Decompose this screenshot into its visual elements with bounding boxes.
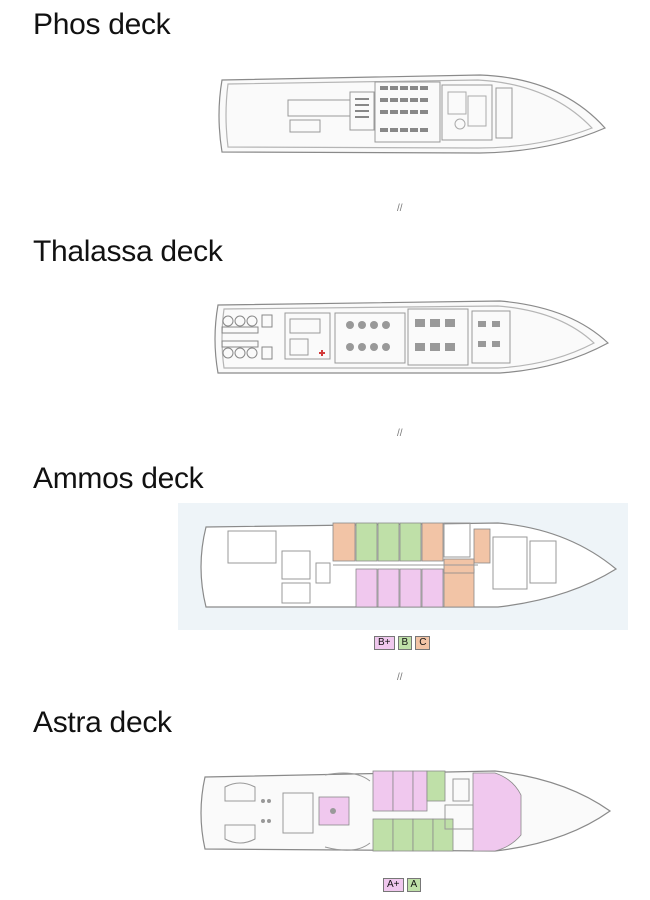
restaurant-tables — [346, 319, 500, 351]
suite-aplus — [392, 770, 414, 812]
deck-separator: // — [397, 428, 403, 439]
deck-separator: // — [397, 203, 403, 214]
cabin-bplus — [355, 568, 378, 608]
deck-furniture — [261, 799, 336, 823]
astra-deck-plan — [200, 770, 612, 852]
cabin-c — [332, 522, 356, 562]
ammos-deck-plan — [178, 503, 628, 630]
legend-item: B — [397, 636, 413, 650]
deck-separator: // — [397, 672, 403, 683]
deck-title-ammos: Ammos deck — [33, 462, 204, 495]
hull-outline — [214, 300, 610, 374]
legend-item: A+ — [383, 878, 404, 892]
cabin-bplus — [421, 568, 444, 608]
suite-aplus — [372, 770, 394, 812]
lounge-seating — [221, 314, 273, 360]
suite-aplus — [472, 772, 522, 852]
cabin-b — [399, 522, 422, 562]
cabin-a — [392, 818, 414, 852]
cabins-bottom-row — [355, 558, 475, 608]
cabin-bplus — [399, 568, 422, 608]
cabin-c — [421, 522, 444, 562]
legend-item: C — [415, 636, 431, 650]
cabins-top-row — [332, 522, 491, 564]
deck-title-astra: Astra deck — [33, 706, 172, 739]
cabin-b — [355, 522, 378, 562]
deck-structure — [284, 308, 511, 366]
cabin-c — [473, 528, 491, 564]
sun-loungers — [355, 86, 428, 132]
legend-astra: A+ A — [383, 878, 422, 892]
thalassa-deck-plan — [214, 300, 610, 374]
medical-cross-icon — [319, 350, 325, 356]
legend-item: A — [406, 878, 422, 892]
cabin-c — [443, 568, 475, 608]
cabin-bplus — [377, 568, 400, 608]
legend-ammos: B+ B C — [374, 636, 431, 650]
legend-item: B+ — [374, 636, 395, 650]
cabin-a — [426, 770, 446, 802]
suite-aplus — [412, 770, 428, 812]
deck-title-thalassa: Thalassa deck — [33, 235, 223, 268]
deck-structure — [227, 522, 557, 604]
cabin-a — [432, 818, 454, 852]
cabin-b — [377, 522, 400, 562]
deck-title-phos: Phos deck — [33, 8, 171, 41]
cabin-a — [412, 818, 434, 852]
deck-structure — [287, 81, 513, 143]
cabin-c — [443, 558, 475, 574]
astra-cabins — [318, 770, 522, 852]
bridge-details — [447, 91, 487, 130]
phos-deck-plan — [218, 74, 607, 154]
deck-structure — [224, 772, 474, 851]
cabin-a — [372, 818, 394, 852]
